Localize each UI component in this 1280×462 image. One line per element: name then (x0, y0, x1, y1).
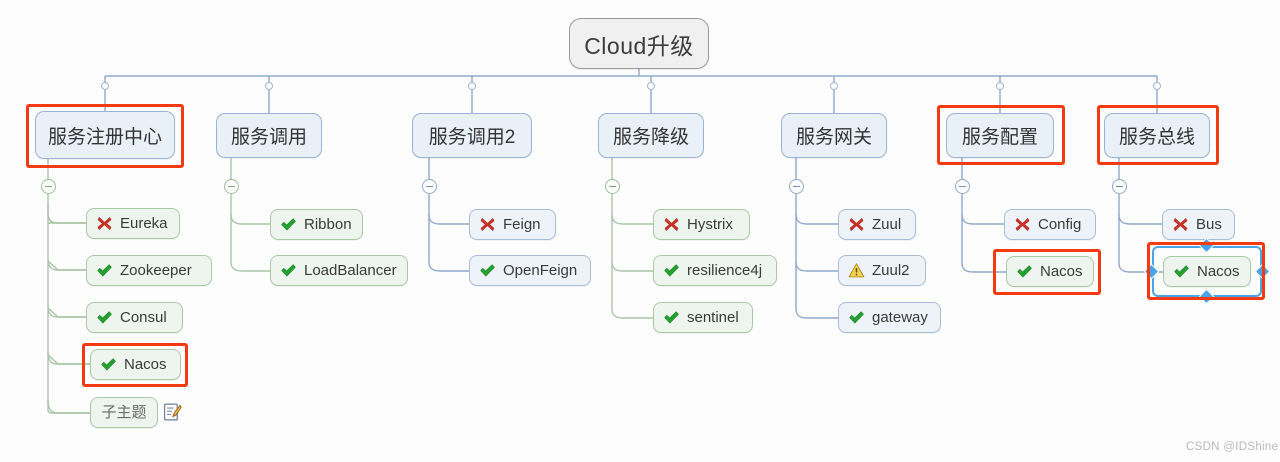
leaf-label: Feign (503, 216, 541, 233)
leaf-node-gateway[interactable]: gateway (838, 302, 941, 333)
branch-node-service-registry[interactable]: 服务注册中心 (35, 111, 175, 159)
collapse-toggle-b3[interactable] (422, 179, 437, 194)
leaf-label: Zuul2 (872, 262, 910, 279)
selection-handle-left[interactable] (1143, 263, 1160, 280)
branch-dot (101, 82, 109, 90)
red-cross-icon (480, 217, 495, 232)
yellow-warning-icon (848, 263, 865, 278)
green-check-icon (849, 311, 864, 324)
leaf-label: 子主题 (101, 404, 147, 421)
collapse-toggle-b5[interactable] (789, 179, 804, 194)
leaf-node-resilience4j[interactable]: resilience4j (653, 255, 777, 286)
leaf-node-consul[interactable]: Consul (86, 302, 183, 333)
note-edit-icon[interactable] (163, 402, 182, 422)
branch-dot (1153, 82, 1161, 90)
branch-node-service-invoke[interactable]: 服务调用 (216, 113, 322, 158)
green-check-icon (1174, 265, 1189, 278)
branch-node-service-config[interactable]: 服务配置 (946, 113, 1054, 158)
branch-dot (265, 82, 273, 90)
selection-handle-right[interactable] (1254, 263, 1271, 280)
leaf-label: Nacos (1197, 263, 1240, 280)
leaf-label: sentinel (687, 309, 739, 326)
green-check-icon (281, 218, 296, 231)
collapse-toggle-b6[interactable] (955, 179, 970, 194)
leaf-node-zuul[interactable]: Zuul (838, 209, 916, 240)
leaf-node-zookeeper[interactable]: Zookeeper (86, 255, 212, 286)
leaf-node-bus[interactable]: Bus (1162, 209, 1235, 240)
leaf-label: Consul (120, 309, 167, 326)
leaf-label: Nacos (1040, 263, 1083, 280)
leaf-node-zuul2[interactable]: Zuul2 (838, 255, 926, 286)
leaf-label: Config (1038, 216, 1082, 233)
green-check-icon (664, 311, 679, 324)
leaf-node-subtopic[interactable]: 子主题 (90, 397, 158, 428)
red-cross-icon (849, 217, 864, 232)
leaf-label: Nacos (124, 356, 167, 373)
leaf-node-nacos-config[interactable]: Nacos (1006, 256, 1094, 287)
leaf-label: Ribbon (304, 216, 352, 233)
green-check-icon (664, 264, 679, 277)
watermark: CSDN @IDShine (1186, 441, 1279, 453)
red-cross-icon (664, 217, 679, 232)
branch-node-service-degrade[interactable]: 服务降级 (598, 113, 704, 158)
green-check-icon (97, 311, 112, 324)
leaf-label: Bus (1196, 216, 1222, 233)
collapse-toggle-b1[interactable] (41, 179, 56, 194)
green-check-icon (101, 358, 116, 371)
red-cross-icon (1173, 217, 1188, 232)
red-cross-icon (1015, 217, 1030, 232)
leaf-label: Zuul (872, 216, 902, 233)
branch-node-service-bus[interactable]: 服务总线 (1104, 113, 1210, 158)
red-cross-icon (97, 216, 112, 231)
leaf-node-config[interactable]: Config (1004, 209, 1096, 240)
leaf-label: resilience4j (687, 262, 763, 279)
green-check-icon (480, 264, 495, 277)
collapse-toggle-b7[interactable] (1112, 179, 1127, 194)
branch-node-service-invoke2[interactable]: 服务调用2 (412, 113, 532, 158)
leaf-node-sentinel[interactable]: sentinel (653, 302, 753, 333)
branch-dot (647, 82, 655, 90)
leaf-node-nacos-registry[interactable]: Nacos (90, 349, 181, 380)
green-check-icon (281, 264, 296, 277)
selection-handle-bottom[interactable] (1198, 288, 1215, 305)
leaf-label: LoadBalancer (304, 262, 397, 279)
root-node[interactable]: Cloud升级 (569, 18, 709, 69)
green-check-icon (97, 264, 112, 277)
collapse-toggle-b2[interactable] (224, 179, 239, 194)
leaf-node-nacos-bus[interactable]: Nacos (1163, 256, 1251, 287)
leaf-node-feign[interactable]: Feign (469, 209, 556, 240)
leaf-node-eureka[interactable]: Eureka (86, 208, 180, 239)
branch-dot (996, 82, 1004, 90)
collapse-toggle-b4[interactable] (605, 179, 620, 194)
selection-handle-top[interactable] (1198, 237, 1215, 254)
green-check-icon (1017, 265, 1032, 278)
branch-dot (830, 82, 838, 90)
leaf-label: Hystrix (687, 216, 733, 233)
leaf-node-openfeign[interactable]: OpenFeign (469, 255, 591, 286)
leaf-node-hystrix[interactable]: Hystrix (653, 209, 750, 240)
leaf-label: gateway (872, 309, 928, 326)
leaf-node-ribbon[interactable]: Ribbon (270, 209, 363, 240)
leaf-label: Zookeeper (120, 262, 192, 279)
branch-node-service-gateway[interactable]: 服务网关 (781, 113, 887, 158)
leaf-label: Eureka (120, 215, 168, 232)
leaf-node-loadbalancer[interactable]: LoadBalancer (270, 255, 408, 286)
leaf-label: OpenFeign (503, 262, 578, 279)
branch-dot (468, 82, 476, 90)
